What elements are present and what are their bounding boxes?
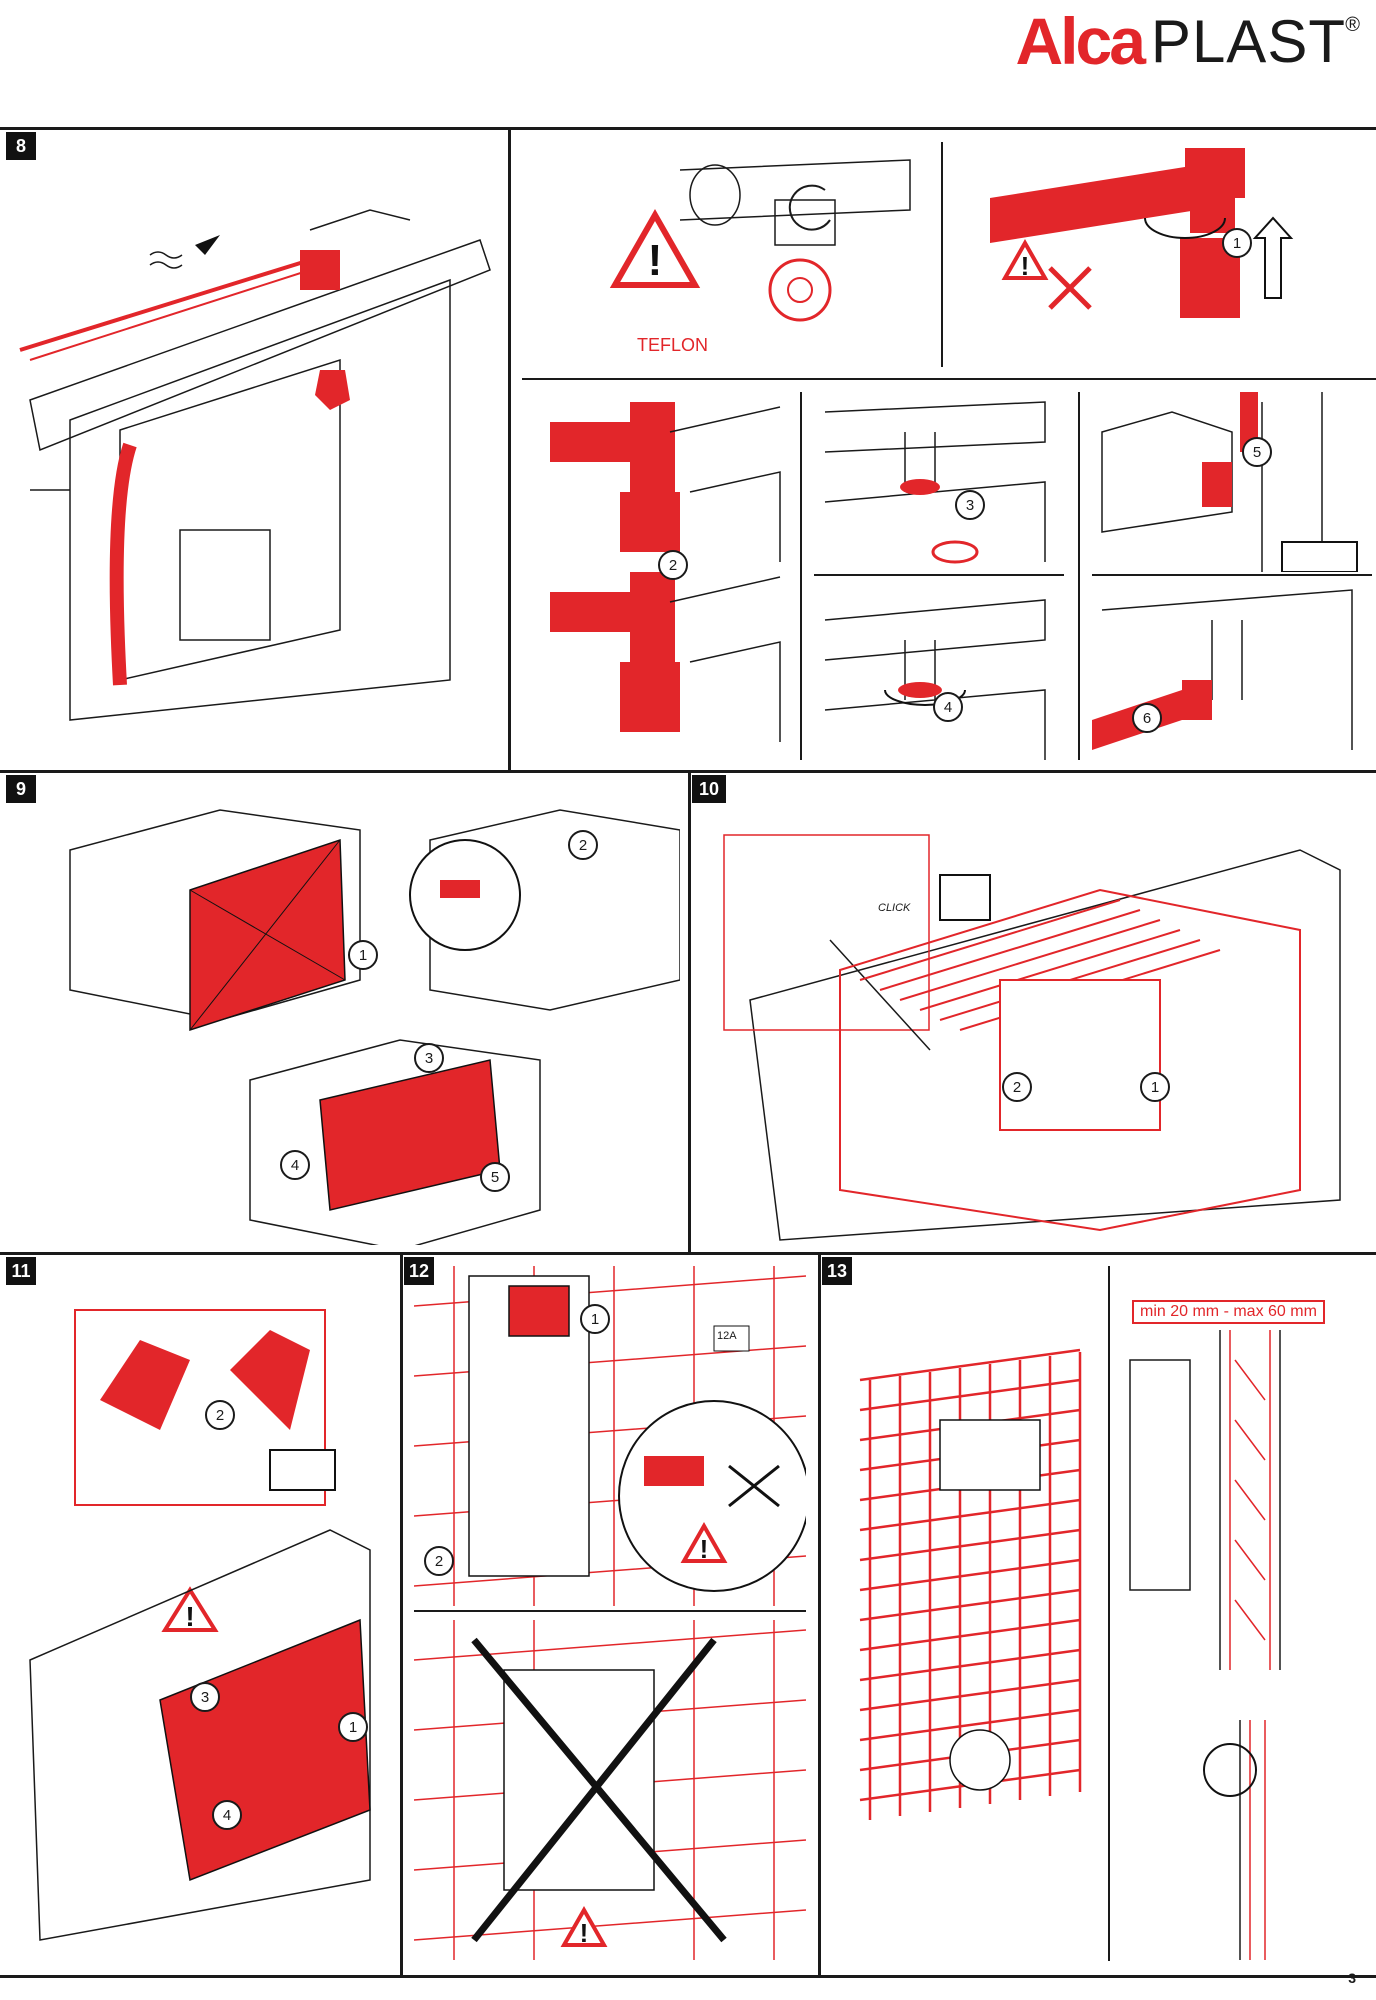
illustration-9: 1 2 3 4 5 (40, 790, 680, 1245)
divider-8-c3-h (1092, 574, 1372, 576)
section-number-13: 13 (822, 1257, 852, 1285)
step-12-2: 2 (424, 1546, 454, 1576)
step-8-5: 5 (1242, 437, 1272, 467)
step-12-1: 1 (580, 1304, 610, 1334)
illustration-8-teflon: ! (600, 150, 930, 360)
logo-brand-alca: Alca (1015, 4, 1146, 78)
step-9-2: 2 (568, 830, 598, 860)
illustration-8-valve: ! 1 (960, 138, 1370, 368)
illustration-8-step5: 5 (1092, 392, 1370, 572)
divider-13-mid (1108, 1266, 1110, 1961)
alcaplast-logo: Alca PLAST ® (1015, 4, 1361, 78)
illustration-13-section (1120, 1300, 1370, 1960)
step-9-5: 5 (480, 1162, 510, 1192)
step-10-1: 1 (1140, 1072, 1170, 1102)
illustration-12-top: ! 1 2 12A (414, 1266, 806, 1606)
illustration-8-step4: 4 (815, 580, 1065, 760)
logo-brand-plast: PLAST (1150, 7, 1346, 75)
step-11-4: 4 (212, 1800, 242, 1830)
divider-12-mid (414, 1610, 806, 1612)
click-label: CLICK (878, 902, 911, 914)
step-11-1: 1 (338, 1712, 368, 1742)
section-number-9: 9 (6, 775, 36, 803)
illustration-8-main (10, 160, 505, 760)
svg-text:!: ! (1021, 251, 1030, 281)
illustration-8-step3: 3 (815, 392, 1065, 572)
section-number-8: 8 (6, 132, 36, 160)
svg-text:!: ! (648, 236, 663, 285)
section-number-11: 11 (6, 1257, 36, 1285)
divider-12-13 (818, 1252, 821, 1975)
step-9-3: 3 (414, 1043, 444, 1073)
step-8-2: 2 (658, 550, 688, 580)
divider-8-c2 (800, 392, 802, 760)
section-number-12: 12 (404, 1257, 434, 1285)
box-12a-label: 12A (717, 1330, 737, 1342)
step-8-4: 4 (933, 692, 963, 722)
illustration-13-mesh (830, 1340, 1100, 1890)
illustration-10: CLICK 1 2 (700, 790, 1370, 1245)
section-number-10: 10 (692, 775, 726, 803)
illustration-8-step2: 2 (540, 392, 795, 762)
step-10-2: 2 (1002, 1072, 1032, 1102)
illustration-12-bottom: ! (414, 1620, 806, 1960)
teflon-label: TEFLON (637, 335, 709, 355)
svg-text:!: ! (185, 1601, 194, 1632)
step-8-1: 1 (1222, 228, 1252, 258)
illustration-8-step6: 6 (1092, 580, 1370, 760)
svg-text:!: ! (700, 1534, 709, 1564)
divider-11-12 (400, 1252, 403, 1975)
divider-row3 (0, 1252, 1376, 1255)
divider-8-teflon (941, 142, 943, 367)
divider-9-10 (688, 770, 691, 1252)
step-9-4: 4 (280, 1150, 310, 1180)
divider-top (0, 127, 1376, 130)
step-8-6: 6 (1132, 703, 1162, 733)
step-8-3: 3 (955, 490, 985, 520)
page-number: 3 (1348, 1970, 1356, 1986)
svg-text:!: ! (580, 1918, 589, 1948)
illustration-11: ! 1 2 3 4 (20, 1280, 395, 1960)
divider-8-mid (522, 378, 1376, 380)
divider-bottom (0, 1975, 1376, 1978)
step-11-2: 2 (205, 1400, 235, 1430)
step-9-1: 1 (348, 940, 378, 970)
min-max-dimension-label: min 20 mm - max 60 mm (1132, 1300, 1325, 1324)
divider-8-left (508, 127, 511, 770)
registered-mark: ® (1345, 14, 1360, 36)
step-11-3: 3 (190, 1682, 220, 1712)
divider-8-c2-h (814, 574, 1064, 576)
divider-8-c3 (1078, 392, 1080, 760)
